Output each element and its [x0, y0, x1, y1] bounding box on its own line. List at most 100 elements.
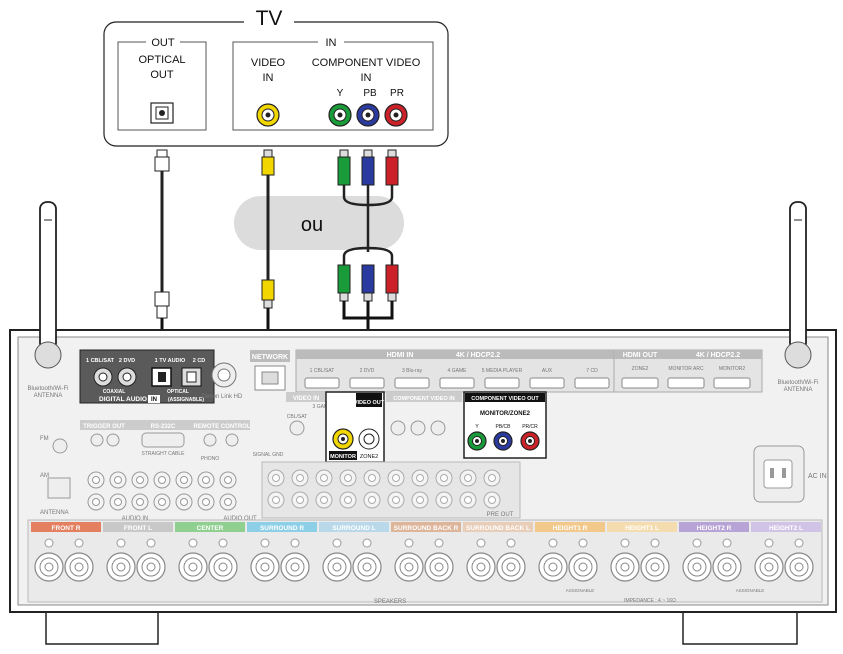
hdmi-in-port-1: 1 CBL/SAT	[304, 368, 340, 389]
speaker-terminal	[280, 538, 310, 582]
phono-label: PHONO	[201, 456, 219, 462]
hdmi-in-port-2: 2 DVD	[349, 368, 385, 389]
preout-rca-jack	[291, 469, 309, 487]
speaker-terminal	[136, 538, 166, 582]
channel-y-label: Y	[337, 88, 344, 99]
optical-out-line2: OUT	[150, 69, 174, 81]
preout-rca-jack	[291, 491, 309, 509]
ac-in-label: AC IN	[808, 473, 827, 480]
hdmi-out-label-3: MONITOR2	[719, 366, 746, 372]
left-antenna	[34, 201, 62, 369]
speaker-terminal	[640, 538, 670, 582]
audio-rca-jack	[109, 471, 127, 489]
speaker-terminal	[784, 538, 814, 582]
da-in-badge: IN	[151, 397, 157, 403]
receiver-rear-panel: Bluetooth/Wi-Fi ANTENNA Bluetooth/Wi-Fi …	[9, 201, 837, 645]
speaker-group-9: HEIGHT1 L	[607, 522, 677, 582]
preout-rca-jack	[315, 491, 333, 509]
audio-rca-jack	[153, 493, 171, 511]
speaker-terminal	[466, 538, 496, 582]
video-monitor-label: MONITOR	[330, 454, 356, 460]
speaker-group-11: HEIGHT2 L	[751, 522, 821, 582]
remote-control-label: REMOTE CONTROL	[194, 424, 251, 430]
speaker-group-label-6: SURROUND BACK R	[394, 525, 459, 532]
hdmi-in-label-5: 5 MEDIA PLAYER	[482, 368, 523, 374]
speaker-terminal	[34, 538, 64, 582]
component-out-block: COMPONENT VIDEO OUT MONITOR/ZONE2 Y PB/C…	[463, 391, 547, 459]
or-label: ou	[301, 214, 323, 236]
channel-pb-label: PB	[363, 88, 377, 99]
speaker-group-1: FRONT R	[31, 522, 101, 582]
video-game-label: 3 GAME	[313, 404, 333, 410]
audio-rca-jack	[109, 493, 127, 511]
speaker-group-10: HEIGHT2 R	[679, 522, 749, 582]
audio-in-label: AUDIO IN	[122, 516, 149, 522]
optical-out-line1: OPTICAL	[138, 54, 185, 66]
speaker-group-label-8: HEIGHT1 R	[553, 525, 588, 532]
speaker-group-7: SURROUND BACK L	[463, 522, 533, 582]
speaker-terminal	[682, 538, 712, 582]
component-out-block-label: COMPONENT VIDEO OUT	[471, 396, 539, 402]
preout-rca-jack	[411, 491, 429, 509]
tv-in-label: IN	[326, 37, 337, 49]
preout-rca-jack	[267, 491, 285, 509]
hdmi-in-header: HDMI IN	[387, 352, 414, 359]
hdmi-out-header: HDMI OUT	[623, 352, 658, 359]
preout-rca-jack	[387, 491, 405, 509]
audio-rca-jack	[87, 471, 105, 489]
video-in-block-label: VIDEO IN	[293, 396, 319, 402]
preout-rca-jack	[435, 469, 453, 487]
video-block: VIDEO IN CBL/SAT 3 GAME VIDEO OUT MONITO…	[286, 391, 385, 463]
antenna-label-right-1: Bluetooth/Wi-Fi	[777, 380, 818, 386]
signal-gnd-label: SIGNAL GND	[253, 452, 284, 458]
control-area: TRIGGER OUT RS-232C REMOTE CONTROL STRAI…	[40, 420, 284, 522]
denon-link-port: Denon Link HD	[202, 362, 243, 400]
speaker-terminal	[250, 538, 280, 582]
tv-component-pb-jack	[356, 103, 380, 127]
da-title: DIGITAL AUDIO	[99, 396, 147, 403]
preout-rca-jack	[411, 469, 429, 487]
speaker-terminal	[394, 538, 424, 582]
speaker-group-label-2: FRONT L	[124, 525, 152, 532]
component-plug-bottom-pr	[385, 264, 399, 302]
network-label: NETWORK	[252, 354, 288, 361]
hdmi-in-port-7: 7 CD	[574, 368, 610, 389]
preout-rca-jack	[435, 491, 453, 509]
speaker-group-6: SURROUND BACK R	[391, 522, 461, 582]
monitor-zone2-label: MONITOR/ZONE2	[480, 411, 531, 417]
speaker-group-3: CENTER	[175, 522, 245, 582]
hdmi-in-port-4: 4 GAME	[439, 368, 475, 389]
speaker-terminal	[568, 538, 598, 582]
preout-area: PRE OUT	[261, 461, 521, 519]
speaker-terminal	[712, 538, 742, 582]
preout-rca-jack	[483, 491, 501, 509]
da-port-3-label: 1 TV AUDIO	[155, 358, 186, 364]
audio-rca-jack	[131, 493, 149, 511]
speaker-group-label-11: HEIGHT2 L	[769, 525, 803, 532]
preout-rca-jack	[363, 491, 381, 509]
da-coaxial-label: COAXIAL	[103, 389, 126, 395]
hdmi-in-port-5: 5 MEDIA PLAYER	[482, 368, 523, 389]
speaker-terminal	[352, 538, 382, 582]
da-port-4-label: 2 CD	[193, 358, 206, 364]
hdmi-in-label-7: 7 CD	[586, 368, 598, 374]
speaker-group-label-5: SURROUND L	[332, 525, 375, 532]
preout-rca-jack	[483, 469, 501, 487]
component-plug-top-y	[337, 149, 351, 186]
tv-component-pr-jack	[384, 103, 408, 127]
preout-rca-jack	[459, 491, 477, 509]
assignable-label-1: ASSIGNABLE	[566, 588, 595, 593]
assignable-label-2: ASSIGNABLE	[736, 588, 765, 593]
audio-rca-jack	[175, 471, 193, 489]
hdmi-in-label-2: 2 DVD	[360, 368, 375, 374]
da-optical-label: OPTICAL	[167, 389, 189, 395]
speaker-terminal	[64, 538, 94, 582]
component-plug-top-pr	[385, 149, 399, 186]
tv-out-label: OUT	[151, 37, 175, 49]
channel-pr-label: PR	[390, 88, 404, 99]
hdmi-in-label-4: 4 GAME	[448, 368, 468, 374]
ac-in-socket: AC IN	[753, 445, 827, 503]
receiver-video-monitor-jack	[332, 428, 354, 450]
